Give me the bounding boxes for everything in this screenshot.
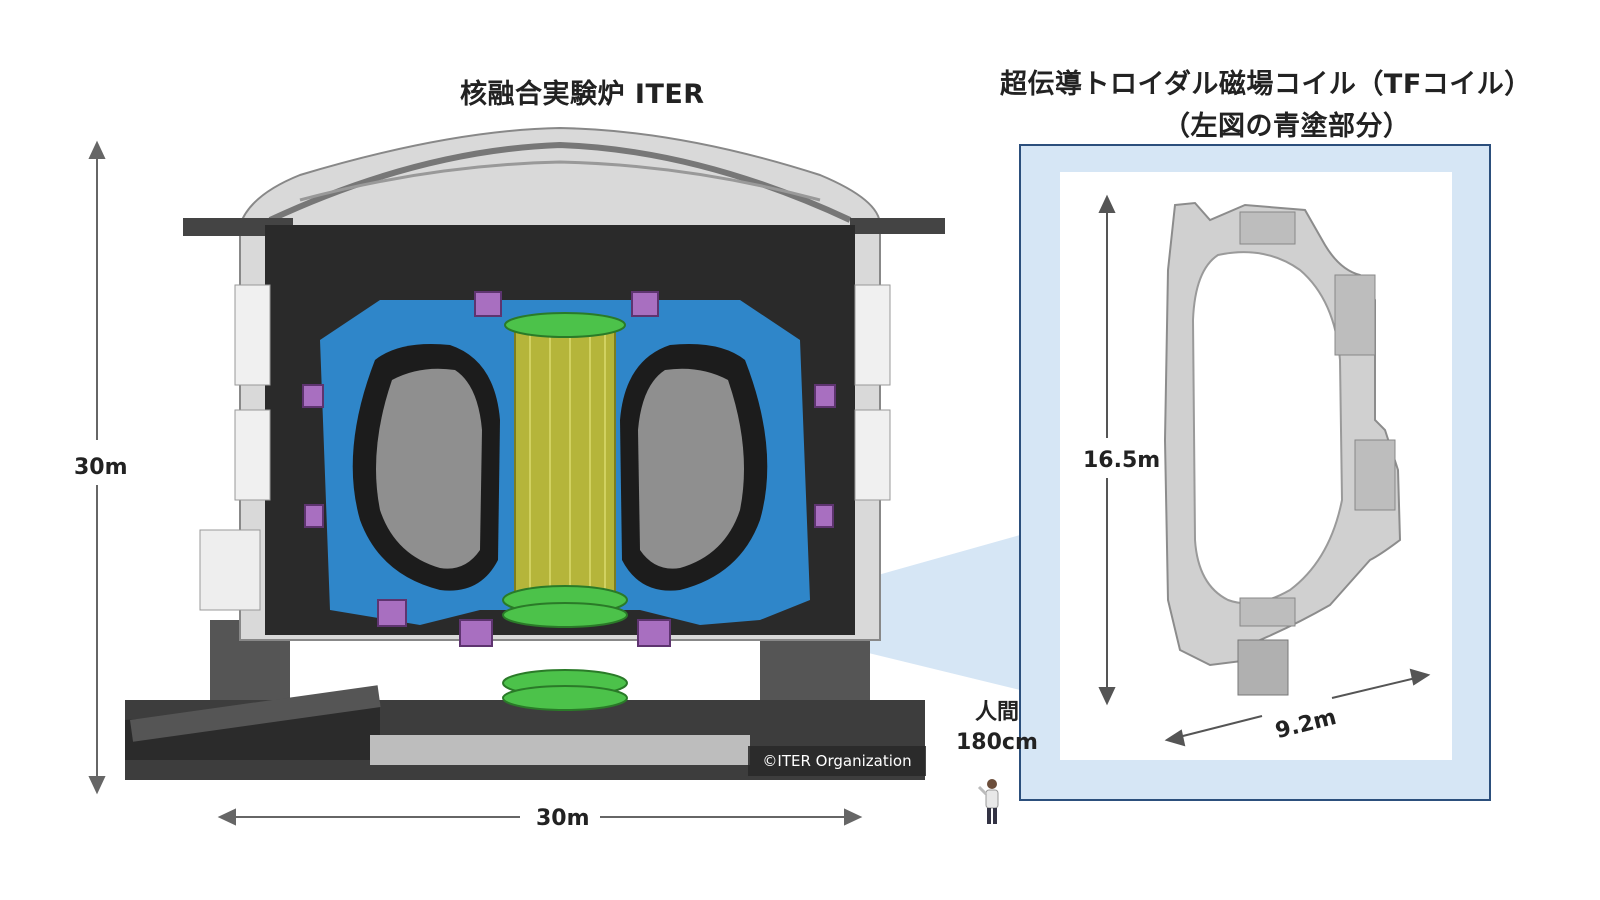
reactor-height-arrow bbox=[88, 140, 106, 795]
human-label-line2: 180cm bbox=[956, 730, 1038, 755]
tf-coil-illustration bbox=[1163, 201, 1402, 696]
human-figure-icon bbox=[977, 779, 999, 824]
reactor-height-label: 30m bbox=[74, 455, 128, 480]
human-label-line1: 人間 bbox=[974, 700, 1019, 725]
reactor-width-arrow bbox=[217, 808, 863, 826]
reactor-width-label: 30m bbox=[530, 806, 596, 831]
tf-coil-subtitle: （左図の青塗部分） bbox=[1163, 111, 1411, 142]
iter-reactor-illustration bbox=[125, 126, 945, 780]
tf-height-label: 16.5m bbox=[1083, 448, 1161, 473]
tf-width-arrow bbox=[1164, 668, 1431, 747]
tf-coil-title: 超伝導トロイダル磁場コイル（TFコイル） bbox=[1000, 69, 1532, 100]
tf-height-arrow bbox=[1098, 194, 1116, 706]
human-scale-label: 人間 180cm bbox=[956, 698, 1038, 758]
copyright-credit: ©ITER Organization bbox=[748, 746, 926, 776]
iter-title: 核融合実験炉 ITER bbox=[460, 79, 705, 110]
